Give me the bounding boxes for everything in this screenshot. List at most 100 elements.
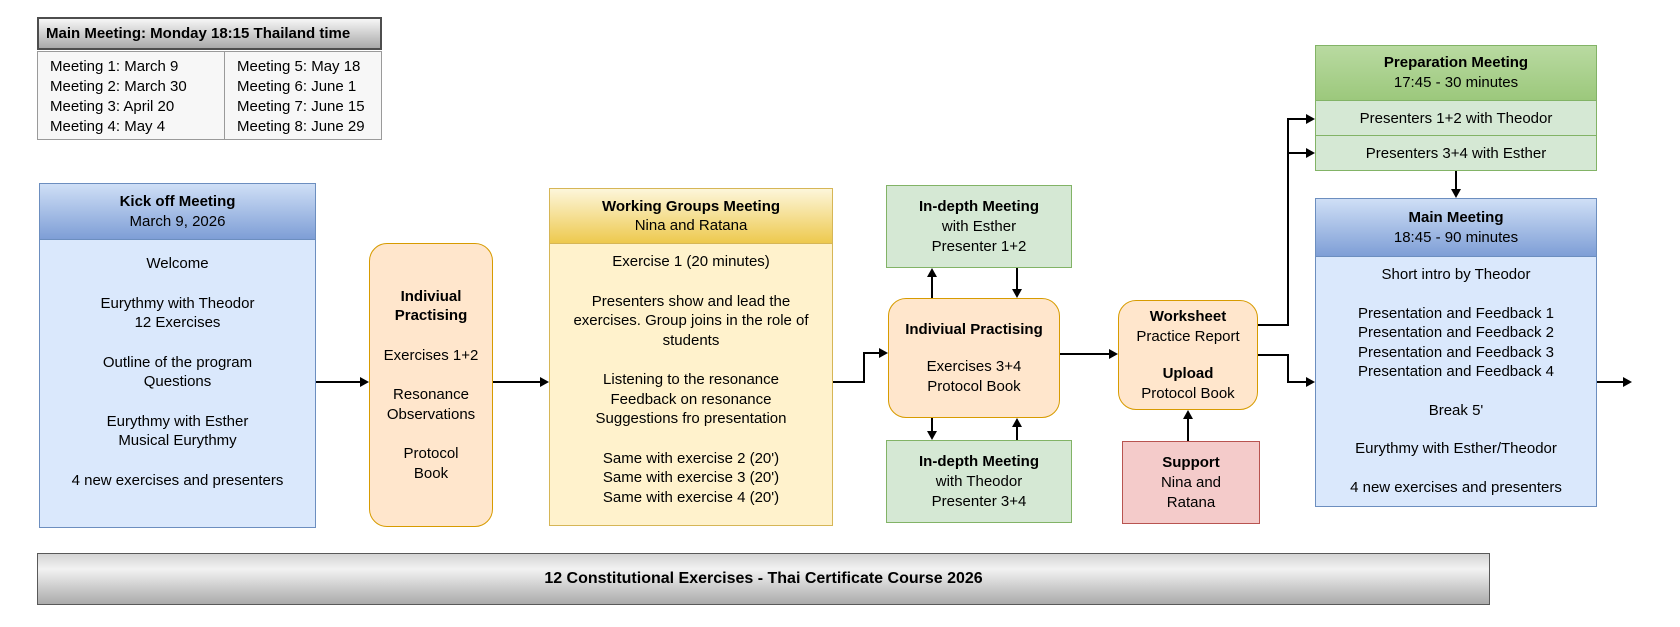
kickoff-paragraph: Eurythmy with Esther Musical Eurythmy: [106, 412, 249, 450]
preparation-meeting-header: Preparation Meeting 17:45 - 30 minutes: [1315, 45, 1597, 101]
schedule-table-title: Main Meeting: Monday 18:15 Thailand time: [46, 25, 351, 42]
arrow-head: [1306, 148, 1315, 158]
schedule-table-body: Meeting 1: March 9 Meeting 2: March 30 M…: [37, 51, 382, 140]
individual-practising-1-item: Protocol Book: [403, 445, 459, 482]
main-meeting-paragraph: Short intro by Theodor: [1381, 266, 1531, 283]
arrow-segment: [1287, 381, 1306, 383]
main-meeting-time: 18:45 - 90 minutes: [1393, 228, 1519, 246]
individual-practising-2-title: Indiviual Practising: [905, 320, 1043, 338]
main-meeting-body: Short intro by Theodor Presentation and …: [1316, 257, 1596, 497]
kickoff-paragraph: Eurythmy with Theodor 12 Exercises: [100, 294, 255, 332]
arrow-head: [1012, 418, 1022, 427]
indepth-theodor-line: with Theodor: [935, 472, 1023, 490]
worksheet-sub: Practice Report: [1136, 327, 1240, 345]
kickoff-meeting-header: Kick off Meeting March 9, 2026: [40, 184, 315, 240]
arrow-head: [1306, 114, 1315, 124]
arrow-preparation-to-main: [1455, 171, 1457, 189]
indepth-theodor-title: In-depth Meeting: [919, 452, 1039, 470]
arrow-worksheet-to-preparation: [1258, 324, 1289, 326]
indepth-esther-box: In-depth Meeting with Esther Presenter 1…: [886, 185, 1072, 268]
preparation-row-1: Presenters 1+2 with Theodor: [1315, 101, 1597, 136]
arrow-kickoff-to-practising1: [316, 381, 360, 383]
kickoff-paragraph: 4 new exercises and presenters: [71, 471, 284, 489]
arrow-head: [927, 431, 937, 440]
schedule-item: Meeting 7: June 15: [237, 98, 365, 115]
working-groups-paragraph: Presenters show and lead the exercises. …: [573, 292, 809, 349]
upload-block: Upload Protocol Book: [1141, 364, 1234, 403]
schedule-left-column: Meeting 1: March 9 Meeting 2: March 30 M…: [38, 52, 225, 139]
arrow-segment: [863, 352, 879, 354]
course-banner-title: 12 Constitutional Exercises - Thai Certi…: [544, 570, 983, 587]
kickoff-meeting-date: March 9, 2026: [129, 212, 226, 230]
schedule-item: Meeting 5: May 18: [237, 58, 361, 75]
individual-practising-2-box: Indiviual Practising Exercises 3+4 Proto…: [888, 298, 1060, 418]
arrow-segment: [1287, 354, 1289, 383]
arrow-segment: [1287, 118, 1306, 120]
arrow-support-to-worksheet: [1187, 419, 1189, 441]
working-groups-paragraph: Listening to the resonance Feedback on r…: [595, 371, 787, 427]
individual-practising-1-box: Indiviual Practising Exercises 1+2 Reson…: [369, 243, 493, 527]
arrow-practising2-to-esther: [931, 277, 933, 298]
arrow-head: [1183, 410, 1193, 419]
arrow-head: [879, 348, 888, 358]
preparation-meeting-title: Preparation Meeting: [1383, 54, 1529, 71]
support-title: Support: [1162, 453, 1220, 471]
working-groups-paragraph: Exercise 1 (20 minutes): [612, 253, 770, 270]
schedule-table-header: Main Meeting: Monday 18:15 Thailand time: [37, 17, 382, 50]
kickoff-paragraph: Outline of the program Questions: [102, 353, 253, 391]
schedule-item: Meeting 1: March 9: [50, 58, 179, 75]
arrow-worksheet-to-main: [1258, 354, 1289, 356]
individual-practising-2-body: Exercises 3+4 Protocol Book: [926, 358, 1022, 395]
arrow-practising1-to-working-groups: [493, 381, 540, 383]
arrow-head: [927, 268, 937, 277]
arrow-segment: [1287, 152, 1306, 154]
main-meeting-title: Main Meeting: [1408, 209, 1504, 226]
working-groups-meeting-box: Working Groups Meeting Nina and Ratana E…: [549, 188, 833, 526]
kickoff-meeting-box: Kick off Meeting March 9, 2026 Welcome E…: [39, 183, 316, 528]
indepth-theodor-box: In-depth Meeting with Theodor Presenter …: [886, 440, 1072, 523]
indepth-esther-line: Presenter 1+2: [931, 237, 1027, 255]
main-meeting-paragraph: Break 5': [1428, 401, 1484, 419]
schedule-item: Meeting 2: March 30: [50, 78, 187, 95]
support-box: Support Nina and Ratana: [1122, 441, 1260, 524]
arrow-head: [1012, 289, 1022, 298]
upload-sub: Protocol Book: [1141, 384, 1235, 402]
indepth-theodor-line: Presenter 3+4: [931, 492, 1027, 510]
individual-practising-1-title: Indiviual Practising: [394, 287, 468, 325]
upload-label: Upload: [1162, 365, 1214, 382]
individual-practising-1-item: Resonance Observations: [386, 386, 476, 423]
main-meeting-paragraph: 4 new exercises and presenters: [1350, 478, 1562, 496]
arrow-practising2-to-theodor: [931, 418, 933, 431]
arrow-head: [1451, 189, 1461, 198]
arrow-head: [1306, 377, 1315, 387]
kickoff-meeting-title: Kick off Meeting: [119, 193, 236, 210]
arrow-head: [540, 377, 549, 387]
main-meeting-paragraph: Presentation and Feedback 1 Presentation…: [1358, 304, 1554, 381]
kickoff-paragraph: Welcome: [146, 255, 209, 272]
working-groups-subtitle: Nina and Ratana: [634, 217, 748, 234]
worksheet-label: Worksheet: [1149, 308, 1227, 325]
arrow-esther-to-practising2: [1016, 268, 1018, 289]
worksheet-block: Worksheet Practice Report: [1136, 307, 1239, 346]
working-groups-paragraph: Same with exercise 2 (20') Same with exe…: [602, 449, 780, 506]
main-meeting-paragraph: Eurythmy with Esther/Theodor: [1355, 440, 1557, 457]
working-groups-title: Working Groups Meeting: [601, 197, 781, 215]
main-meeting-box: Main Meeting 18:45 - 90 minutes Short in…: [1315, 198, 1597, 507]
preparation-row-2: Presenters 3+4 with Esther: [1315, 136, 1597, 171]
arrow-practising2-to-worksheet: [1060, 353, 1109, 355]
schedule-right-column: Meeting 5: May 18 Meeting 6: June 1 Meet…: [225, 52, 381, 139]
schedule-item: Meeting 4: May 4: [50, 118, 166, 135]
preparation-meeting-time: 17:45 - 30 minutes: [1393, 74, 1519, 91]
indepth-esther-line: with Esther: [941, 217, 1017, 235]
arrow-main-out: [1597, 381, 1623, 383]
arrow-segment: [1287, 119, 1289, 326]
arrow-segment: [863, 352, 865, 383]
kickoff-meeting-body: Welcome Eurythmy with Theodor 12 Exercis…: [40, 240, 315, 490]
schedule-item: Meeting 8: June 29: [237, 118, 365, 135]
working-groups-body: Exercise 1 (20 minutes) Presenters show …: [550, 244, 832, 507]
main-meeting-header: Main Meeting 18:45 - 90 minutes: [1316, 199, 1596, 257]
working-groups-header: Working Groups Meeting Nina and Ratana: [550, 189, 832, 244]
schedule-item: Meeting 6: June 1: [237, 78, 357, 95]
arrow-theodor-to-practising2: [1016, 427, 1018, 440]
